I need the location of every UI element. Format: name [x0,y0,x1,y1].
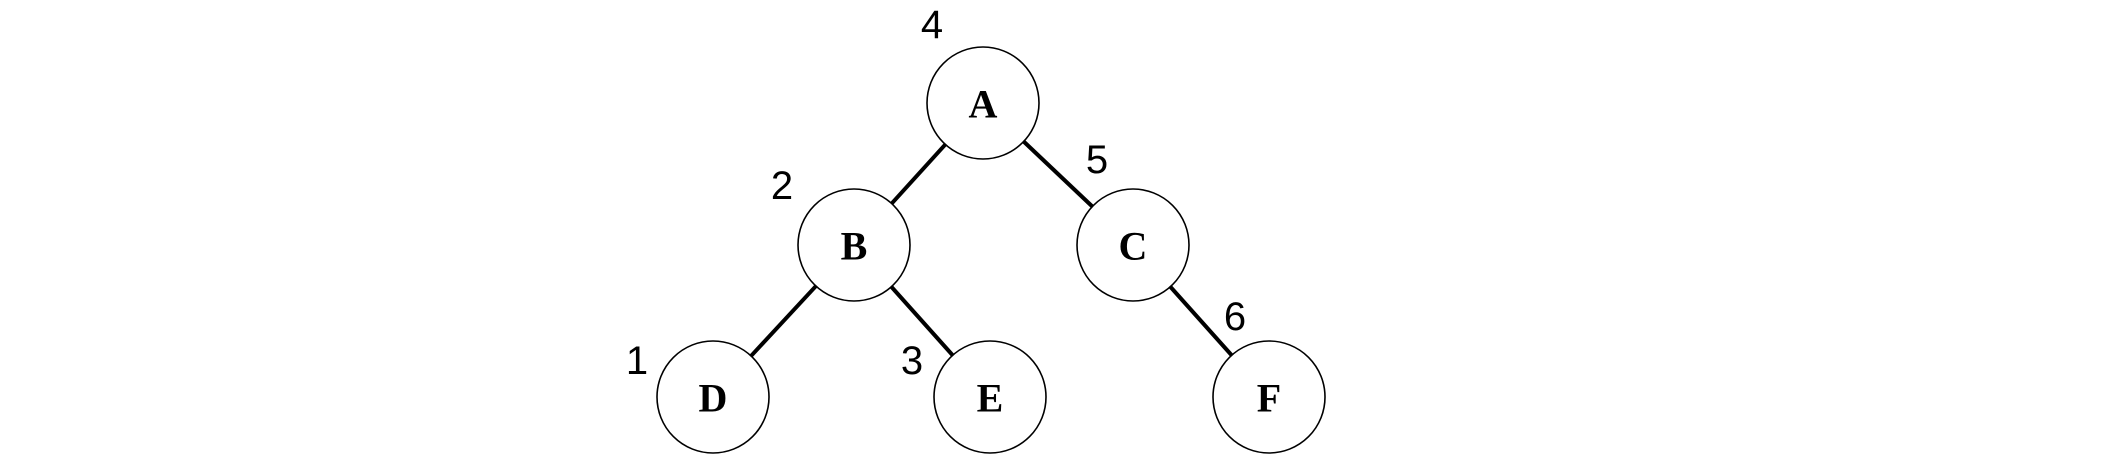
node-circle-e[interactable] [933,340,1047,454]
tree-edge-a-b [890,143,947,205]
tree-node-c[interactable]: C [1076,188,1190,302]
node-circle-b[interactable] [797,188,911,302]
traversal-order-label-d: 1 [626,339,648,383]
node-label-e: E [977,376,1004,421]
traversal-order-label-f: 6 [1224,295,1246,339]
tree-node-a[interactable]: A [926,46,1040,160]
tree-node-b[interactable]: B [797,188,911,302]
traversal-order-label-b: 2 [771,164,793,208]
node-circle-f[interactable] [1212,340,1326,454]
tree-edge-c-f [1168,285,1234,357]
node-label-f: F [1257,376,1281,421]
node-circle-a[interactable] [926,46,1040,160]
node-label-a: A [969,82,998,127]
node-layer: A B C D E F [656,46,1326,454]
order-label-layer: 4 2 5 1 3 6 [626,3,1246,383]
tree-edge-a-c [1022,140,1094,208]
tree-node-f[interactable]: F [1212,340,1326,454]
node-label-b: B [841,224,868,269]
traversal-order-label-a: 4 [921,3,943,47]
tree-edge-b-e [889,285,955,357]
node-label-c: C [1119,224,1148,269]
node-circle-d[interactable] [656,340,770,454]
traversal-order-label-c: 5 [1086,138,1108,182]
traversal-order-label-e: 3 [901,339,923,383]
edge-layer [749,140,1234,358]
node-label-d: D [699,376,728,421]
tree-node-e[interactable]: E [933,340,1047,454]
node-circle-c[interactable] [1076,188,1190,302]
tree-node-d[interactable]: D [656,340,770,454]
tree-edge-b-d [749,284,818,358]
